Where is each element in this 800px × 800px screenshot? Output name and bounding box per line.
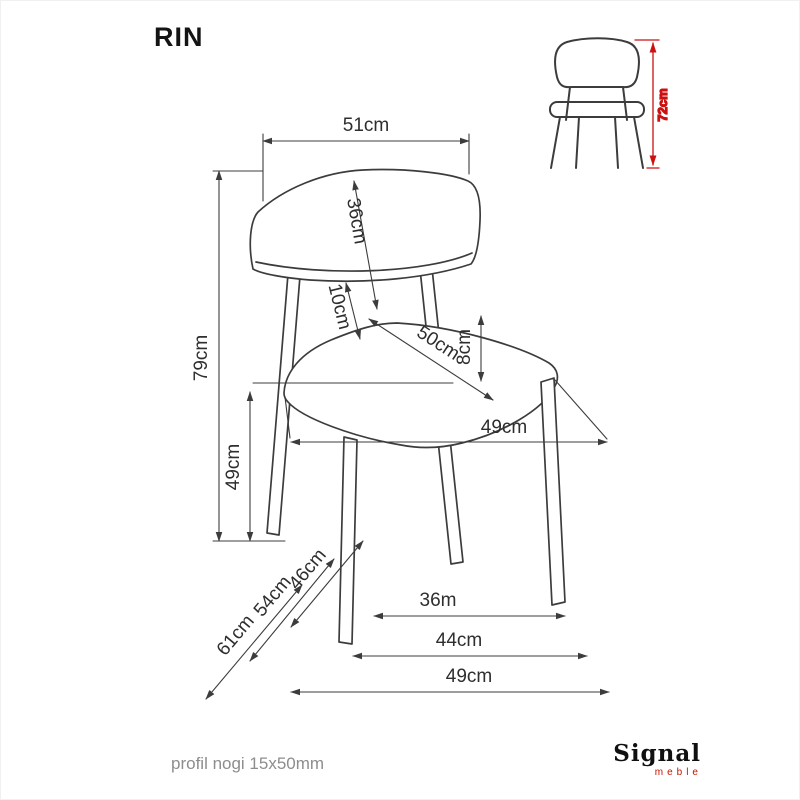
thumb-back-post-left	[565, 86, 571, 121]
brand-logo-subtext: meble	[655, 767, 702, 778]
dim-extension-line	[284, 396, 291, 439]
dim-label: 72cm	[655, 88, 670, 121]
dim-line	[368, 318, 494, 401]
dim-line	[352, 180, 379, 310]
dim-base-inner: 36m	[373, 590, 566, 620]
thumb-seat	[549, 101, 645, 118]
dim-backrest-width: 51cm	[262, 115, 470, 202]
dim-seat-thickness: 8cm	[454, 315, 485, 382]
thumb-leg	[614, 116, 619, 169]
page-title: RIN	[154, 22, 204, 52]
thumbnail-chair-drawing	[549, 37, 645, 169]
thumbnail-chair: 72cm	[549, 37, 671, 169]
dim-label: 49cm	[446, 666, 492, 687]
dim-label: 36m	[420, 590, 457, 611]
brand-logo-text: Signal	[613, 740, 701, 767]
chair-front-left-leg	[338, 436, 358, 645]
thumb-leg	[575, 116, 580, 169]
dim-label: 44cm	[436, 630, 482, 651]
leg-profile-note: profil nogi 15x50mm	[171, 754, 324, 773]
dim-line	[205, 584, 303, 700]
thumb-back-post-right	[622, 86, 628, 121]
thumb-backrest	[554, 37, 640, 89]
dim-base-mid: 44cm	[352, 630, 588, 660]
dim-thumb-total-height: 72cm	[634, 39, 671, 169]
dim-line	[344, 282, 362, 340]
thumb-leg	[550, 116, 561, 169]
thumb-leg	[633, 116, 644, 169]
dim-label: 61cm	[213, 611, 259, 660]
dim-extension-line	[554, 379, 608, 440]
dim-label: 10cm	[324, 282, 356, 332]
dim-seat-width: 49cm	[284, 379, 608, 446]
dim-label: 51cm	[343, 115, 389, 136]
dim-label: 49cm	[223, 444, 244, 490]
dim-label: 49cm	[481, 417, 527, 438]
dim-label: 8cm	[454, 329, 475, 365]
dim-base-total: 49cm	[290, 666, 610, 696]
dim-label: 79cm	[191, 335, 212, 381]
chair-front-right-leg	[540, 377, 566, 606]
brand-logo: Signal meble	[613, 740, 702, 778]
